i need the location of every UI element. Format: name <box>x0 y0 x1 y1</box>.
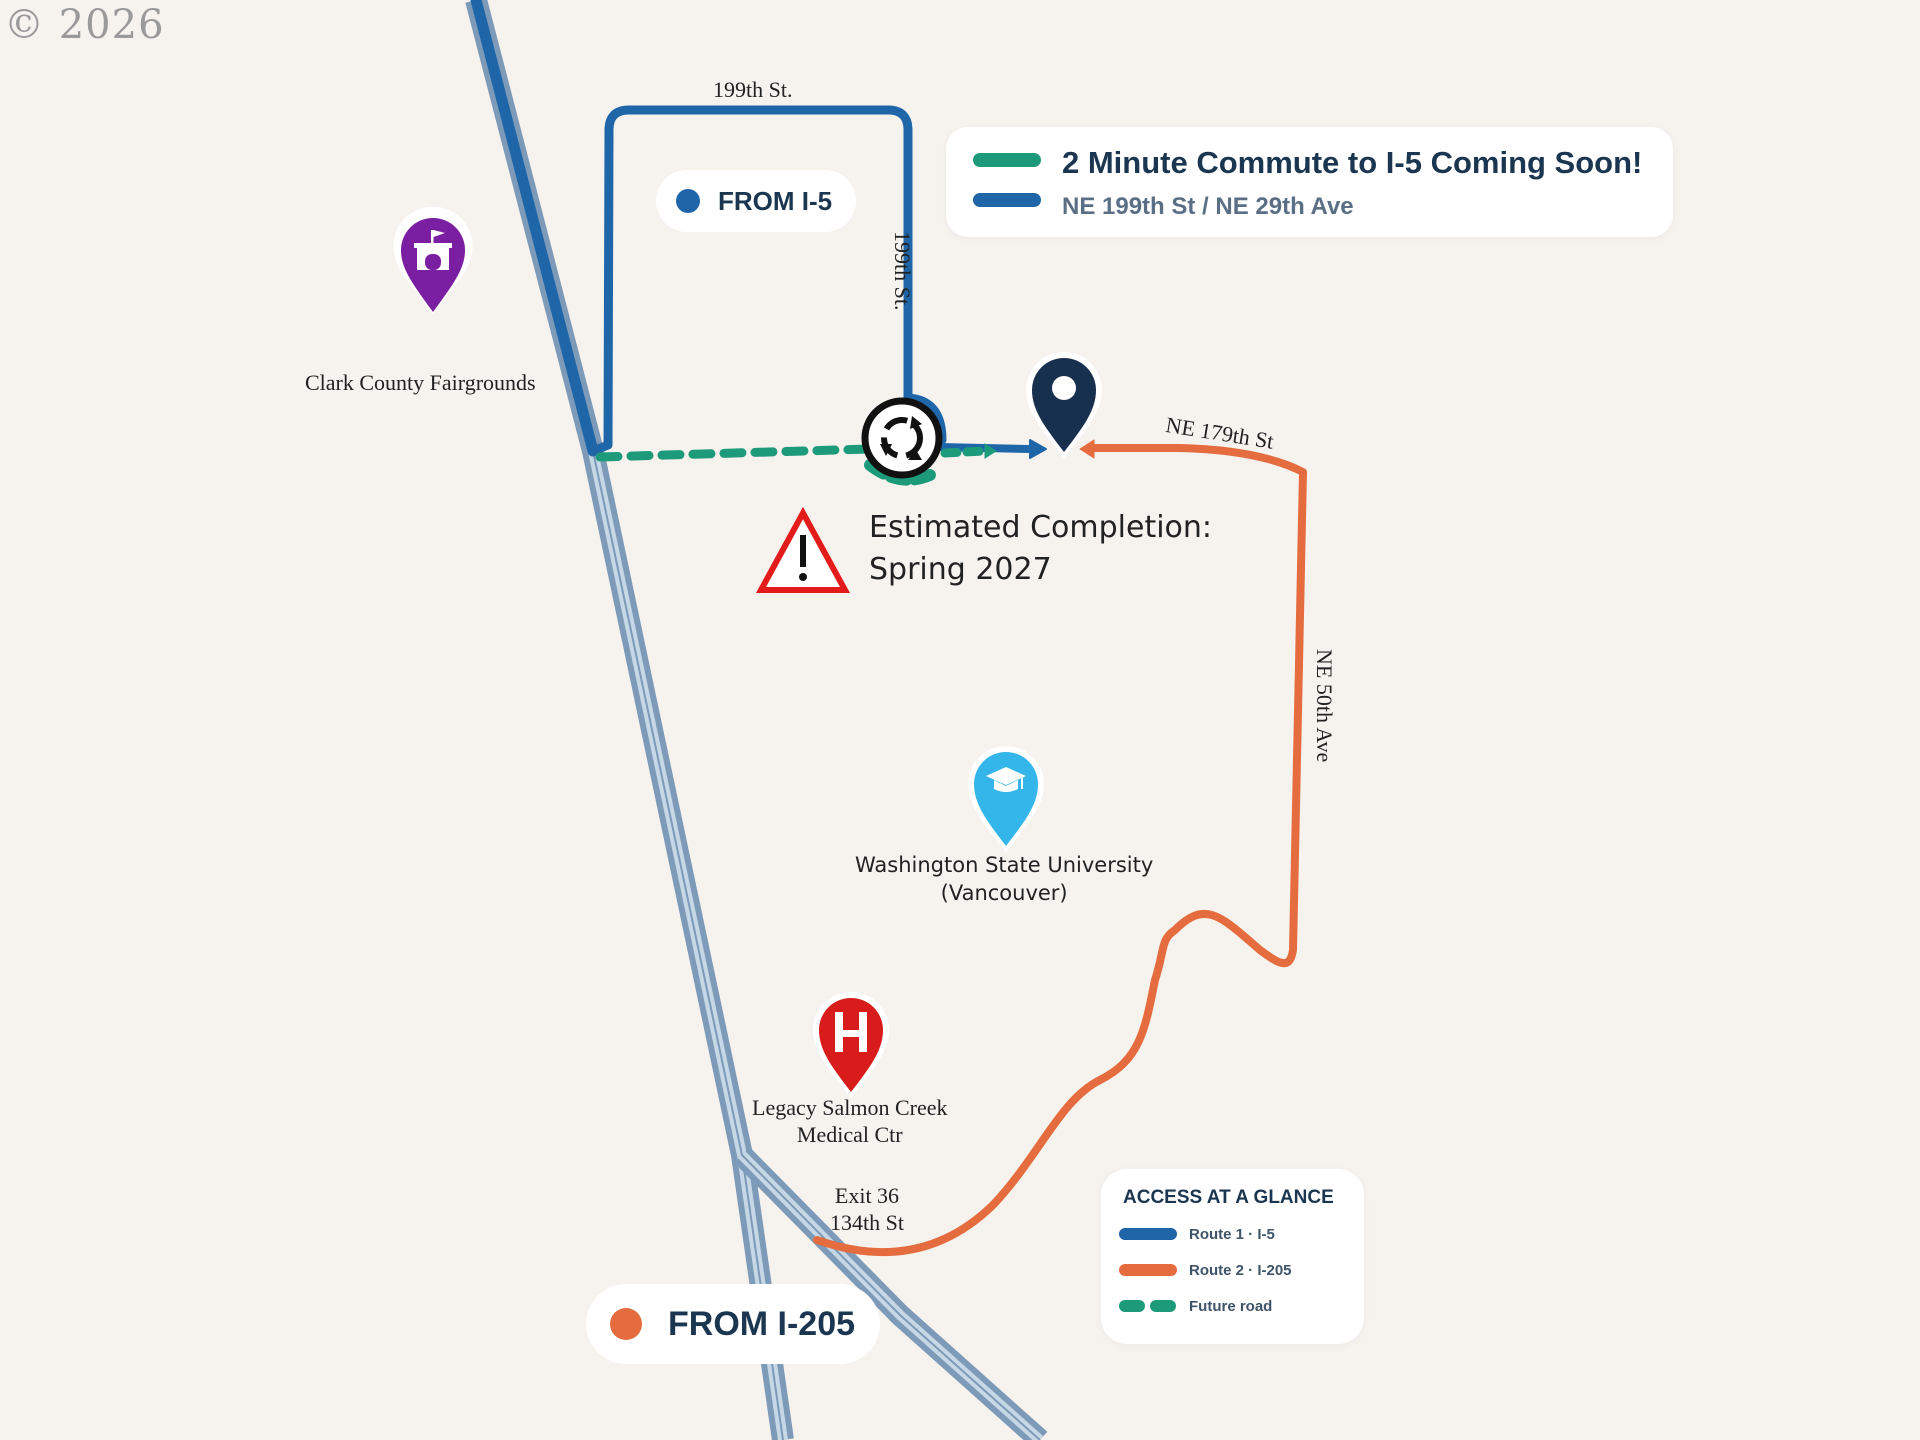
from-i5-pill[interactable]: FROM I-5 <box>656 170 856 232</box>
warning-icon <box>755 506 851 593</box>
legacy-label-line2: Medical Ctr <box>796 1122 903 1147</box>
legend-swatch-future-road <box>1119 1300 1177 1312</box>
wsu-pin[interactable] <box>968 746 1044 852</box>
from-i205-pill[interactable]: FROM I-205 <box>586 1284 880 1364</box>
future-road-swatch <box>973 153 1041 167</box>
route-1-swatch <box>973 193 1041 207</box>
graduation-cap-icon <box>986 767 1026 792</box>
roundabout-icon <box>861 397 943 479</box>
copyright-notice: © 2026 <box>4 2 165 48</box>
legend-item-route-2: Route 2 · I-205 <box>1119 1260 1292 1280</box>
legacy-label-line1: Legacy Salmon Creek <box>752 1095 948 1120</box>
fairgrounds-label: Clark County Fairgrounds <box>305 370 536 395</box>
completion-line2: Spring 2027 <box>869 552 1052 587</box>
destination-pin[interactable] <box>1026 352 1102 458</box>
legend: ACCESS AT A GLANCE Route 1 · I-5 Route 2… <box>1101 1169 1364 1344</box>
route-2-dot <box>610 1308 642 1340</box>
destination-pin-icon <box>1032 358 1096 452</box>
from-i205-label: FROM I-205 <box>668 1304 856 1343</box>
wsu-label: Washington State University (Vancouver) <box>855 851 1153 907</box>
legend-label-route-2: Route 2 · I-205 <box>1189 1261 1292 1279</box>
exit-label: Exit 36 134th St <box>830 1182 904 1236</box>
legend-label-route-1: Route 1 · I-5 <box>1189 1225 1275 1243</box>
legend-item-future-road: Future road <box>1119 1296 1272 1316</box>
headline: 2 Minute Commute to I-5 Coming Soon! <box>1062 145 1643 180</box>
legend-label-future-road: Future road <box>1189 1297 1273 1315</box>
hospital-pin[interactable] <box>813 992 889 1098</box>
legend-title: ACCESS AT A GLANCE <box>1123 1187 1334 1208</box>
completion-line1: Estimated Completion: <box>869 510 1213 545</box>
route-1-i5 <box>470 0 1047 459</box>
subline: NE 199th St / NE 29th Ave <box>1062 193 1354 220</box>
exit-label-line2: 134th St <box>830 1210 904 1235</box>
road-label-199th-top: 199th St. <box>713 77 793 102</box>
future-road <box>595 443 997 486</box>
legacy-label: Legacy Salmon Creek Medical Ctr <box>752 1094 948 1148</box>
completion-notice: Estimated Completion: Spring 2027 <box>869 507 1212 591</box>
legend-swatch-route-2 <box>1119 1264 1177 1276</box>
wsu-label-line1: Washington State University <box>855 853 1154 877</box>
exit-label-line1: Exit 36 <box>834 1183 900 1208</box>
legend-swatch-route-1 <box>1119 1228 1177 1240</box>
wsu-label-line2: (Vancouver) <box>940 881 1068 905</box>
hospital-icon <box>835 1012 867 1052</box>
route-2-i205 <box>813 439 1307 1257</box>
fairgrounds-icon <box>414 230 452 270</box>
road-label-ne-50th: NE 50th Ave <box>1312 649 1337 763</box>
road-label-199th-side: 199th St. <box>890 231 915 311</box>
legend-item-route-1: Route 1 · I-5 <box>1119 1224 1275 1244</box>
fairgrounds-pin[interactable] <box>393 206 473 315</box>
route-1-dot <box>676 189 700 213</box>
from-i5-label: FROM I-5 <box>718 185 833 216</box>
title-card: 2 Minute Commute to I-5 Coming Soon! NE … <box>946 127 1673 237</box>
